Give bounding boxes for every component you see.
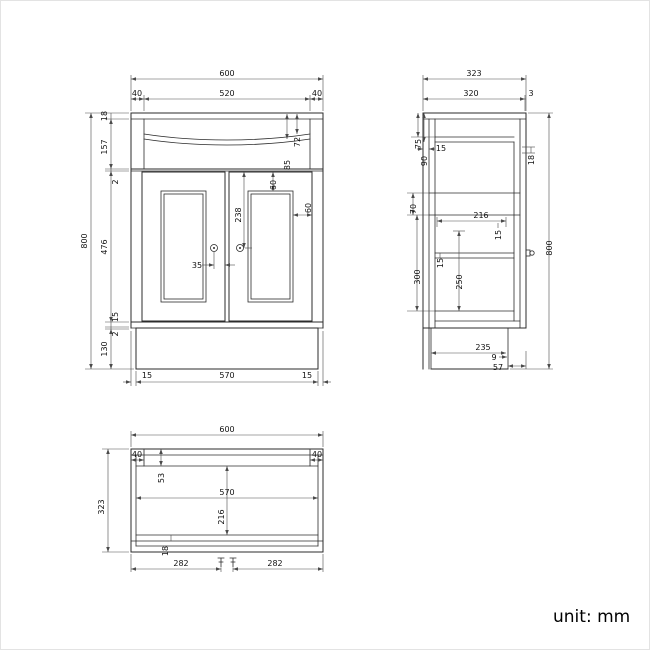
top-view: 600 40 40 53 570 216 323 18 282 282: [97, 425, 324, 572]
front-dim-35: 35: [192, 261, 202, 270]
front-dim-2-top: 2: [111, 179, 120, 184]
top-dim-570: 570: [219, 488, 234, 497]
front-dim-2-bottom: 2: [111, 331, 120, 336]
front-dim-520: 520: [219, 89, 234, 98]
side-dim-70: 70: [409, 204, 418, 214]
fixing-bolt-left: [217, 557, 225, 568]
front-dim-72: 72: [293, 137, 302, 147]
side-dim-235: 235: [475, 343, 490, 352]
side-dim-90: 90: [420, 156, 429, 166]
door-knob-left: [210, 244, 218, 252]
front-dim-18: 18: [100, 111, 109, 121]
front-dim-570: 570: [219, 371, 234, 380]
side-dim-15-back: 15: [436, 144, 446, 153]
front-dim-238: 238: [234, 207, 243, 222]
front-view-outline: [130, 112, 324, 370]
side-dim-3: 3: [528, 89, 533, 98]
front-dim-85: 85: [283, 160, 292, 170]
side-dim-75: 75: [414, 139, 423, 149]
front-dim-476: 476: [100, 239, 109, 254]
top-dim-53: 53: [157, 473, 166, 483]
top-dim-18: 18: [161, 546, 170, 556]
side-dim-323: 323: [466, 69, 481, 78]
side-dim-9: 9: [491, 353, 496, 362]
top-view-labels: 600 40 40 53 570 216 323 18 282 282: [97, 425, 322, 568]
side-view-outline: [422, 112, 527, 370]
front-dim-40-right: 40: [312, 89, 322, 98]
front-view-labels: 600 40 520 40 18 157 2 476 15 2 130 800 …: [80, 69, 322, 380]
side-view-labels: 323 320 3 75 15 90 18 70 216 15 15 300 2…: [409, 69, 554, 372]
fixing-bolt-right: [229, 557, 237, 568]
front-dim-15-left: 15: [111, 312, 120, 322]
front-dim-130: 130: [100, 341, 109, 356]
front-dim-60-a: 60: [269, 180, 278, 190]
side-dim-800: 800: [545, 240, 554, 255]
top-view-outline: [130, 448, 324, 553]
front-dim-60-b: 60: [304, 203, 313, 213]
front-view-dimensions: [85, 75, 331, 386]
side-view: 323 320 3 75 15 90 18 70 216 15 15 300 2…: [407, 69, 554, 372]
side-dim-57: 57: [493, 363, 503, 372]
top-dim-282-left: 282: [173, 559, 188, 568]
top-dim-40-right: 40: [312, 450, 322, 459]
front-dim-15-bottom-left: 15: [142, 371, 152, 380]
front-dim-800: 800: [80, 233, 89, 248]
top-dim-323: 323: [97, 499, 106, 514]
side-dim-320: 320: [463, 89, 478, 98]
side-dim-216: 216: [473, 211, 488, 220]
top-dim-40-left: 40: [132, 450, 142, 459]
side-dim-250: 250: [455, 274, 464, 289]
front-dim-40-left: 40: [132, 89, 142, 98]
front-view: 600 40 520 40 18 157 2 476 15 2 130 800 …: [80, 69, 331, 386]
top-dim-216: 216: [217, 509, 226, 524]
front-dim-600: 600: [219, 69, 234, 78]
top-dim-600: 600: [219, 425, 234, 434]
front-dim-157: 157: [100, 139, 109, 154]
unit-label: unit: mm: [553, 607, 631, 627]
front-dim-15-bottom-right: 15: [302, 371, 312, 380]
side-knob: [525, 249, 535, 257]
side-dim-15-mid-left: 15: [436, 258, 445, 268]
side-dim-18: 18: [527, 155, 536, 165]
side-dim-300: 300: [413, 269, 422, 284]
top-dim-282-right: 282: [267, 559, 282, 568]
door-knob-right: [236, 244, 244, 252]
top-view-dimensions: [102, 431, 324, 572]
side-view-dimensions: [407, 75, 553, 370]
side-dim-15-mid-right: 15: [494, 230, 503, 240]
